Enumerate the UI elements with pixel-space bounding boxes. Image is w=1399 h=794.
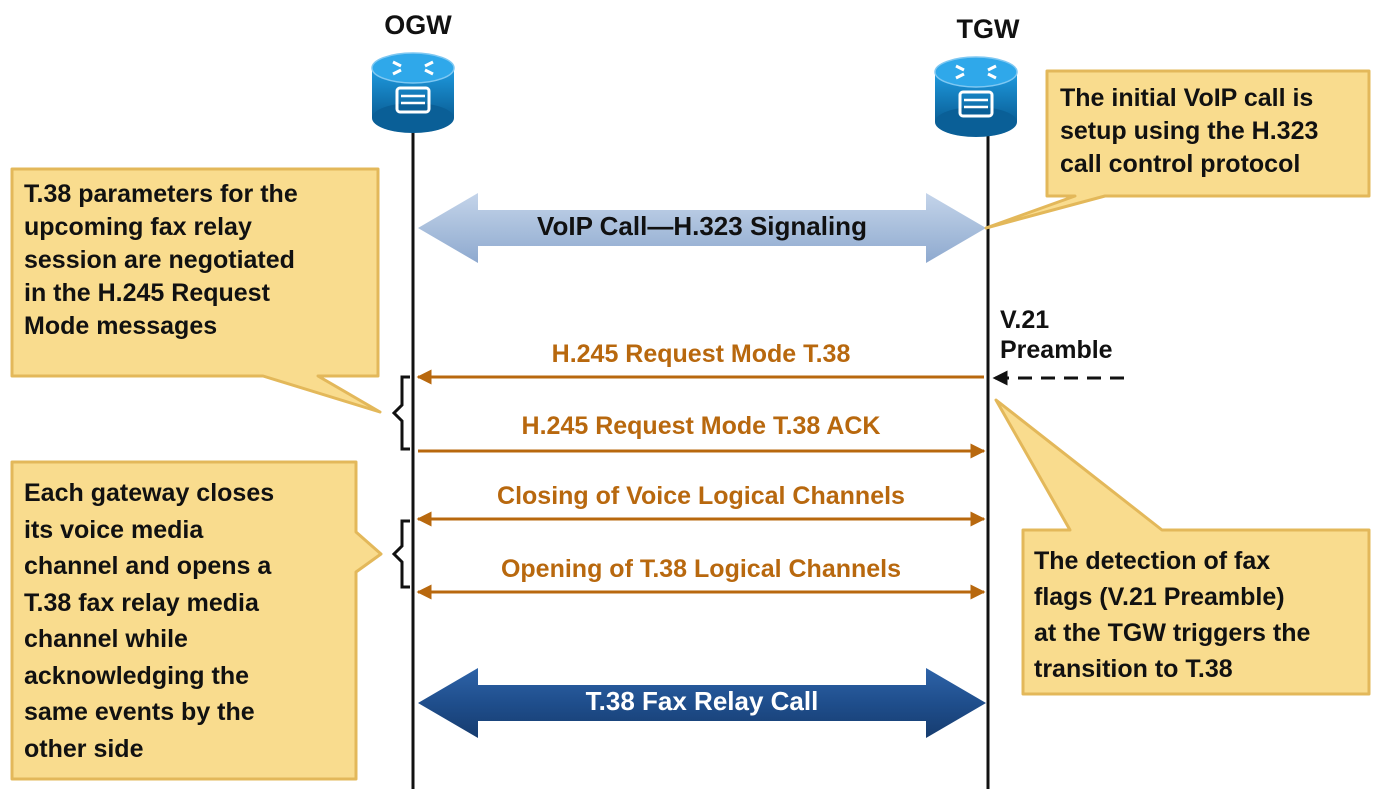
callout-closes-line: other side (24, 734, 144, 763)
callout-params-line: session are negotiated (24, 246, 295, 274)
v21-label: V.21 Preamble (1000, 305, 1113, 365)
msg-label-request-mode: H.245 Request Mode T.38 (551, 340, 851, 368)
msg-label-closing-channels: Closing of Voice Logical Channels (497, 482, 905, 510)
callout-initial-line: The initial VoIP call is (1060, 84, 1314, 112)
callout-closes-line: channel and opens a (24, 552, 272, 580)
tgw-router-icon (934, 56, 1018, 137)
callout-initial-line: setup using the H.323 (1060, 117, 1319, 145)
tgw-label: TGW (956, 14, 1020, 44)
callout-closes-box (10, 460, 383, 781)
callout-params-line: Mode messages (24, 312, 218, 340)
brace-channels (391, 519, 410, 589)
callout-detect-line: The detection of fax (1034, 547, 1271, 575)
ogw-label: OGW (384, 10, 452, 40)
callout-closes-text: Each gateway closes its voice media chan… (24, 475, 274, 767)
callout-initial-line: call control protocol (1060, 150, 1301, 178)
fax-bar-label: T.38 Fax Relay Call (585, 686, 819, 716)
msg-label-opening-channels: Opening of T.38 Logical Channels (500, 555, 902, 583)
callout-initial-box (984, 69, 1371, 230)
fax-relay-bar (418, 668, 986, 738)
callout-params-line: T.38 parameters for the (24, 180, 298, 208)
callout-initial-text: The initial VoIP call is setup using the… (1060, 82, 1318, 181)
callout-closes-line: acknowledging the (24, 661, 250, 690)
callout-detect-line: transition to T.38 (1034, 655, 1233, 683)
callout-closes-line: T.38 fax relay media (24, 588, 259, 617)
callout-closes-line: its voice media (24, 515, 204, 544)
callout-detect-line: at the TGW triggers the (1034, 619, 1311, 647)
callout-closes-line: same events by the (24, 698, 255, 726)
voip-signaling-bar (418, 193, 986, 263)
v21-line2: Preamble (1000, 336, 1113, 364)
callout-detect-text: The detection of fax flags (V.21 Preambl… (1034, 543, 1310, 687)
callout-params-box (10, 167, 382, 414)
callout-params-text: T.38 parameters for the upcoming fax rel… (24, 178, 298, 343)
callout-closes-line: Each gateway closes (24, 479, 275, 507)
ogw-router-icon (371, 52, 455, 133)
brace-negotiation (391, 375, 410, 451)
callout-params-line: in the H.245 Request (24, 279, 270, 307)
callout-closes-line: channel while (24, 625, 188, 653)
callout-detect-box (994, 398, 1371, 696)
msg-label-request-mode-ack: H.245 Request Mode T.38 ACK (521, 412, 881, 440)
callout-detect-line: flags (V.21 Preamble) (1034, 583, 1285, 611)
voip-bar-label: VoIP Call—H.323 Signaling (537, 211, 867, 241)
callout-params-line: upcoming fax relay (24, 213, 252, 241)
v21-line1: V.21 (1000, 306, 1050, 334)
